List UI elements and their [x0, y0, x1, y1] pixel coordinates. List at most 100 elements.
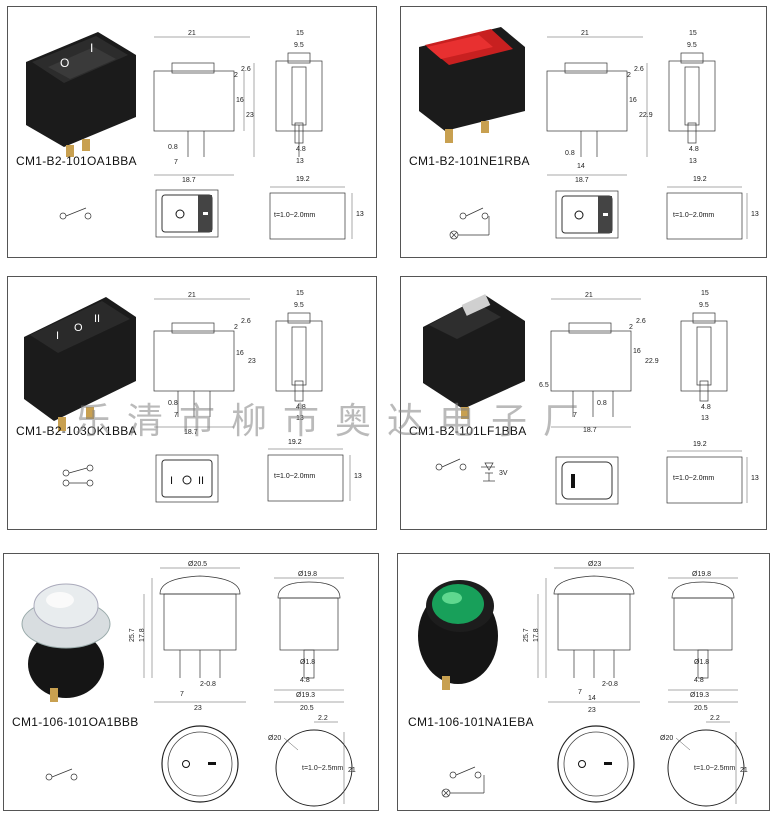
svg-text:2.6: 2.6: [634, 66, 644, 73]
svg-text:22.9: 22.9: [639, 112, 653, 119]
product-panel-3: I O II 21 2 2.6 16 23 0.8 7 18.7 15 9.5 …: [7, 276, 377, 530]
svg-text:4.8: 4.8: [694, 677, 704, 684]
svg-text:15: 15: [296, 30, 304, 37]
svg-text:2: 2: [234, 324, 238, 331]
svg-text:Ø23: Ø23: [588, 561, 601, 568]
product-code: CM1-106-101OA1BBB: [12, 715, 139, 729]
svg-text:13: 13: [296, 158, 304, 165]
cutout-width-label: 19.2: [693, 176, 707, 183]
svg-text:21: 21: [188, 30, 196, 37]
svg-text:13: 13: [689, 158, 697, 165]
switch-photo: [418, 580, 498, 690]
product-panel-5: Ø20.5 25.7 17.8 2-0.8 7 23 Ø19.8 Ø1.8 4.…: [3, 553, 379, 811]
svg-text:17.8: 17.8: [139, 628, 146, 642]
svg-text:9.5: 9.5: [294, 42, 304, 49]
svg-text:II: II: [94, 313, 100, 325]
svg-text:7: 7: [174, 412, 178, 419]
svg-text:2.2: 2.2: [318, 715, 328, 722]
svg-text:23: 23: [248, 358, 256, 365]
switch-symbol: [435, 458, 495, 482]
switch-symbol: [62, 464, 94, 487]
front-view-drawing: [668, 52, 716, 144]
svg-text:7: 7: [180, 691, 184, 698]
switch-photo: [419, 27, 525, 143]
svg-text:I: I: [90, 41, 93, 55]
svg-text:4.8: 4.8: [701, 404, 711, 411]
thickness-label: t=1.0~2.0mm: [673, 212, 715, 219]
svg-text:15: 15: [701, 290, 709, 297]
svg-text:t=1.0~2.5mm: t=1.0~2.5mm: [694, 765, 735, 772]
led-voltage-label: 3V: [499, 470, 508, 477]
cutout-width-label: 19.2: [693, 441, 707, 448]
svg-text:Ø19.8: Ø19.8: [692, 571, 711, 578]
svg-text:0.8: 0.8: [597, 400, 607, 407]
svg-text:21: 21: [188, 292, 196, 299]
svg-text:25.7: 25.7: [523, 628, 530, 642]
svg-text:15: 15: [689, 30, 697, 37]
switch-symbol: [59, 207, 92, 220]
product-panel-6: Ø23 25.7 17.8 2-0.8 7 14 23 Ø19.8 Ø1.8 4…: [397, 553, 770, 811]
cutout-width-label: 19.2: [296, 176, 310, 183]
round-cutout: [667, 721, 745, 807]
product-panel-2: 21 2 2.6 16 22.9 0.8 14 18.7 15 9.5 4.8 …: [400, 6, 767, 258]
svg-text:Ø19.3: Ø19.3: [690, 692, 709, 699]
svg-text:22.9: 22.9: [645, 358, 659, 365]
product-code: CM1-B2-101LF1BBA: [409, 424, 527, 438]
panel-6-drawing: Ø23 25.7 17.8 2-0.8 7 14 23 Ø19.8 Ø1.8 4…: [418, 561, 748, 807]
switch-photo: [423, 294, 525, 419]
side-view-drawing: [143, 567, 246, 703]
svg-text:t=1.0~2.5mm: t=1.0~2.5mm: [302, 765, 343, 772]
svg-text:21: 21: [348, 767, 356, 774]
panel-3-drawing: I O II 21 2 2.6 16 23 0.8 7 18.7 15 9.5 …: [24, 290, 351, 503]
side-view-drawing: [550, 298, 641, 428]
cutout-width-label: 19.2: [288, 439, 302, 446]
svg-text:20.5: 20.5: [694, 705, 708, 712]
switch-photo: O I: [26, 32, 136, 157]
svg-text:2.6: 2.6: [241, 66, 251, 73]
svg-text:16: 16: [629, 97, 637, 104]
watermark-text: 乐清市柳市奥达电子厂: [75, 401, 596, 442]
svg-text:2.6: 2.6: [241, 318, 251, 325]
product-panel-4: 21 2 2.6 16 22.9 6.5 0.8 7 18.7 15 9.5 4…: [400, 276, 767, 530]
svg-text:II: II: [198, 475, 204, 487]
svg-text:4.8: 4.8: [300, 677, 310, 684]
svg-text:14: 14: [588, 695, 596, 702]
svg-text:7: 7: [578, 689, 582, 696]
switch-photo: [21, 583, 111, 702]
cutout-height-label: 13: [356, 211, 364, 218]
svg-text:16: 16: [236, 350, 244, 357]
svg-text:14: 14: [577, 163, 585, 170]
product-code: CM1-B2-101NE1RBA: [409, 154, 530, 168]
svg-text:0.8: 0.8: [565, 150, 575, 157]
svg-text:9.5: 9.5: [687, 42, 697, 49]
svg-text:13: 13: [296, 415, 304, 422]
svg-text:O: O: [60, 56, 69, 70]
svg-text:4.8: 4.8: [296, 404, 306, 411]
panel-4-drawing: 21 2 2.6 16 22.9 6.5 0.8 7 18.7 15 9.5 4…: [423, 290, 748, 505]
svg-text:23: 23: [588, 707, 596, 714]
svg-text:Ø19.3: Ø19.3: [296, 692, 315, 699]
svg-text:2-0.8: 2-0.8: [200, 681, 216, 688]
svg-text:21: 21: [740, 767, 748, 774]
svg-text:18.7: 18.7: [575, 177, 589, 184]
svg-text:18.7: 18.7: [184, 429, 198, 436]
svg-text:2.6: 2.6: [636, 318, 646, 325]
cutout-height-label: 13: [751, 475, 759, 482]
product-code: CM1-B2-103OK1BBA: [16, 424, 137, 438]
svg-text:23: 23: [194, 705, 202, 712]
svg-text:4.8: 4.8: [689, 146, 699, 153]
svg-text:13: 13: [701, 415, 709, 422]
svg-text:Ø20: Ø20: [660, 735, 673, 742]
svg-text:0.8: 0.8: [168, 400, 178, 407]
svg-text:2.2: 2.2: [710, 715, 720, 722]
svg-text:18.7: 18.7: [583, 427, 597, 434]
side-view-drawing: [153, 298, 250, 428]
thickness-label: t=1.0~2.0mm: [274, 473, 316, 480]
svg-text:16: 16: [633, 348, 641, 355]
product-code: CM1-B2-101OA1BBA: [16, 154, 137, 168]
svg-text:23: 23: [246, 112, 254, 119]
svg-text:9.5: 9.5: [294, 302, 304, 309]
thickness-label: t=1.0~2.0mm: [673, 475, 715, 482]
product-panel-1: O I 21 2 2.6 16 23 0.8 7 18.7 15: [7, 6, 377, 258]
svg-text:Ø1.8: Ø1.8: [694, 659, 709, 666]
